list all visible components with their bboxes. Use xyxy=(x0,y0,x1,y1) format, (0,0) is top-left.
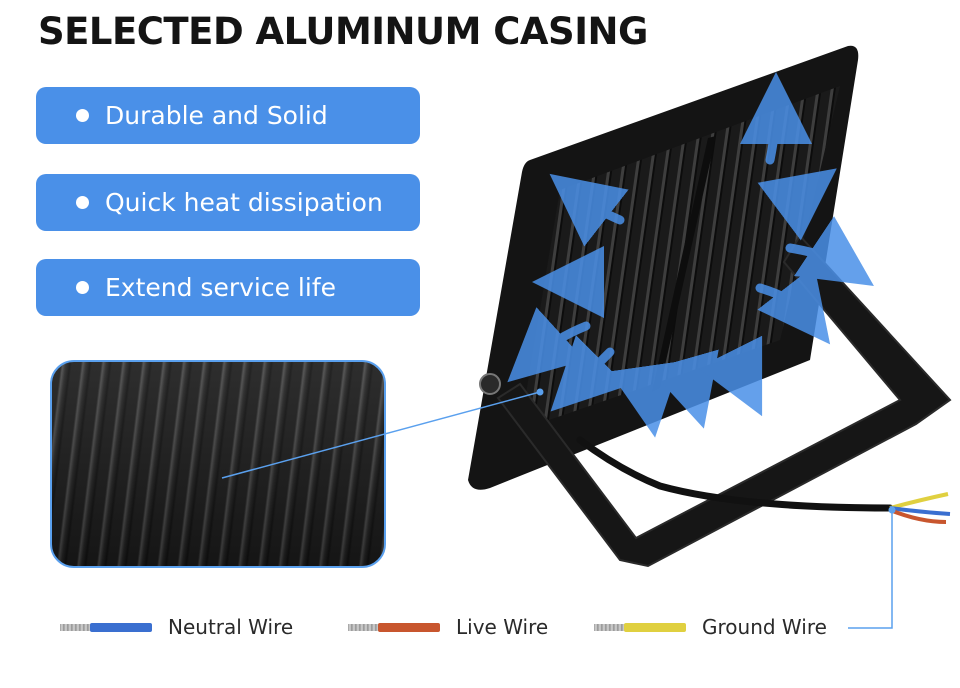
bracket-knob xyxy=(479,373,501,395)
airflow-arrow-icon xyxy=(649,349,719,429)
bullet-dot-icon xyxy=(76,281,89,294)
airflow-arrow-icon xyxy=(755,265,831,345)
callout-dot xyxy=(536,388,544,396)
wire-callout-dot xyxy=(888,506,896,514)
feature-durable-solid: Durable and Solid xyxy=(36,87,420,144)
feature-label: Durable and Solid xyxy=(105,101,328,130)
bullet-dot-icon xyxy=(76,109,89,122)
airflow-arrow-icon xyxy=(697,335,763,417)
airflow-arrow-icon xyxy=(785,216,874,286)
ground-wire-icon xyxy=(594,622,686,632)
legend-label: Live Wire xyxy=(456,615,549,639)
airflow-arrow-icon xyxy=(550,335,627,412)
ground-wire-end xyxy=(889,492,949,510)
airflow-arrow-icon xyxy=(757,168,837,241)
airflow-arrow-icon xyxy=(549,173,629,247)
bullet-dot-icon xyxy=(76,196,89,209)
feature-label: Quick heat dissipation xyxy=(105,188,383,217)
airflow-arrow-icon xyxy=(739,72,812,165)
neutral-wire-icon xyxy=(60,622,152,632)
legend-ground-wire: Ground Wire xyxy=(594,612,827,642)
live-wire-end xyxy=(889,508,947,524)
closeup-callout-line xyxy=(221,391,541,479)
legend-label: Ground Wire xyxy=(702,615,827,639)
legend-neutral-wire: Neutral Wire xyxy=(60,612,293,642)
airflow-arrows xyxy=(507,72,874,438)
legend-label: Neutral Wire xyxy=(168,615,294,639)
live-wire-icon xyxy=(348,622,440,632)
fin-closeup-image xyxy=(50,360,386,568)
mounting-bracket xyxy=(496,234,952,568)
power-cable xyxy=(576,436,894,512)
wire-callout-line xyxy=(848,512,893,629)
fin-divider xyxy=(652,136,716,392)
legend-live-wire: Live Wire xyxy=(348,612,548,642)
page-title: SELECTED ALUMINUM CASING xyxy=(38,10,648,53)
feature-label: Extend service life xyxy=(105,273,337,302)
feature-heat-dissipation: Quick heat dissipation xyxy=(36,174,420,231)
feature-service-life: Extend service life xyxy=(36,259,420,316)
airflow-arrow-icon xyxy=(532,245,605,318)
